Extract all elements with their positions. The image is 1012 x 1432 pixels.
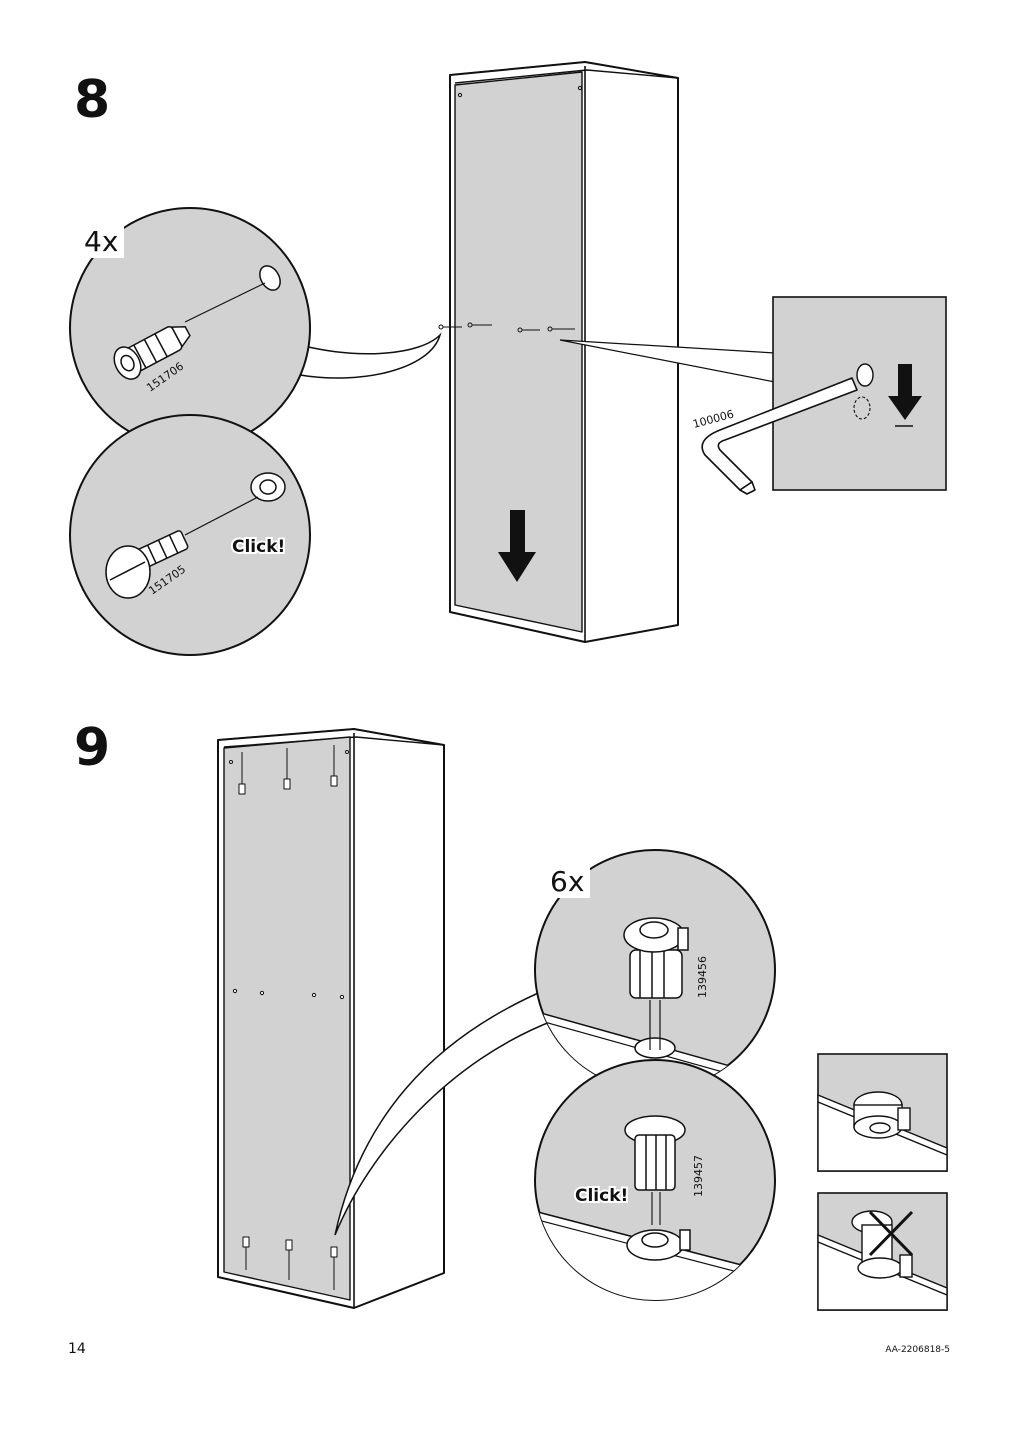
click-label-step8: Click! (232, 537, 285, 557)
quantity-label-step8: 4x (78, 226, 125, 258)
detail-box-incorrect (817, 1192, 948, 1311)
detail-box-wrench (772, 296, 947, 491)
detail-circle-cam-lock (534, 849, 776, 1091)
hex-key-tool (701, 377, 858, 495)
detail-circle-click-connector (534, 1059, 776, 1301)
page-number: 14 (68, 1341, 86, 1357)
step-9-number: 9 (74, 718, 111, 778)
callout-tail (299, 332, 442, 379)
quantity-label-step9: 6x (544, 866, 591, 898)
document-code: AA-2206818-5 (885, 1345, 950, 1355)
step-8-number: 8 (74, 70, 111, 130)
step-8-cabinet (438, 61, 679, 643)
click-label-step9: Click! (575, 1186, 628, 1206)
detail-circle-connector (69, 414, 311, 656)
part-label-139457: 139457 (692, 1155, 705, 1197)
detail-box-correct (817, 1053, 948, 1172)
step-9-cabinet (217, 728, 445, 1309)
part-label-139456: 139456 (696, 956, 709, 998)
callout-tail (334, 988, 556, 1236)
